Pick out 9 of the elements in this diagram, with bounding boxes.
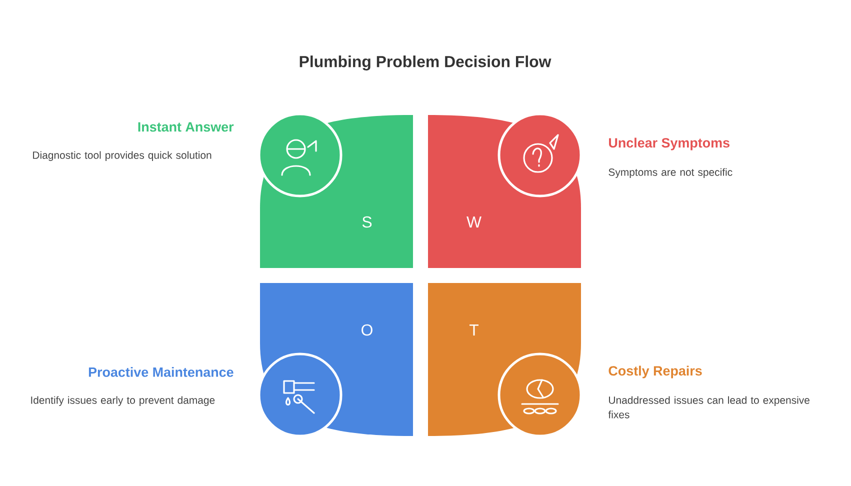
description: Diagnostic tool provides quick solution — [33, 151, 212, 161]
heading: Costly Repairs — [608, 366, 702, 378]
heading: Proactive Maintenance — [88, 367, 234, 377]
heading: Unclear Symptoms — [609, 138, 730, 150]
heading: Instant Answer — [138, 122, 234, 132]
title: Plumbing Problem Decision Flow — [300, 56, 552, 70]
description: Unaddressed issues can lead to expensive fixes — [608, 396, 810, 418]
description: Identify issues early to prevent damage — [31, 396, 215, 406]
description: Symptoms are not specific — [608, 168, 732, 178]
